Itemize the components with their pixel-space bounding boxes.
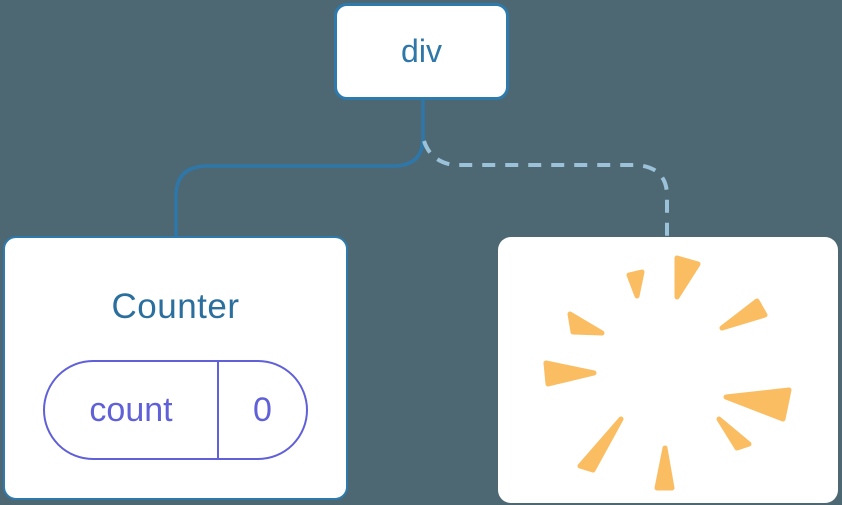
state-value: 0 (217, 362, 306, 458)
state-pill: count 0 (43, 360, 308, 460)
tree-node-counter: Counter count 0 (3, 236, 348, 500)
edge-div-to-removed-dashed (422, 140, 669, 239)
counter-title: Counter (111, 287, 240, 326)
poof-icon (543, 255, 792, 491)
state-key: count (89, 390, 173, 429)
tree-node-div: div (334, 3, 509, 100)
tree-node-div-label: div (401, 33, 442, 69)
edge-div-to-counter-solid (174, 98, 425, 240)
tree-node-removed (498, 237, 838, 503)
